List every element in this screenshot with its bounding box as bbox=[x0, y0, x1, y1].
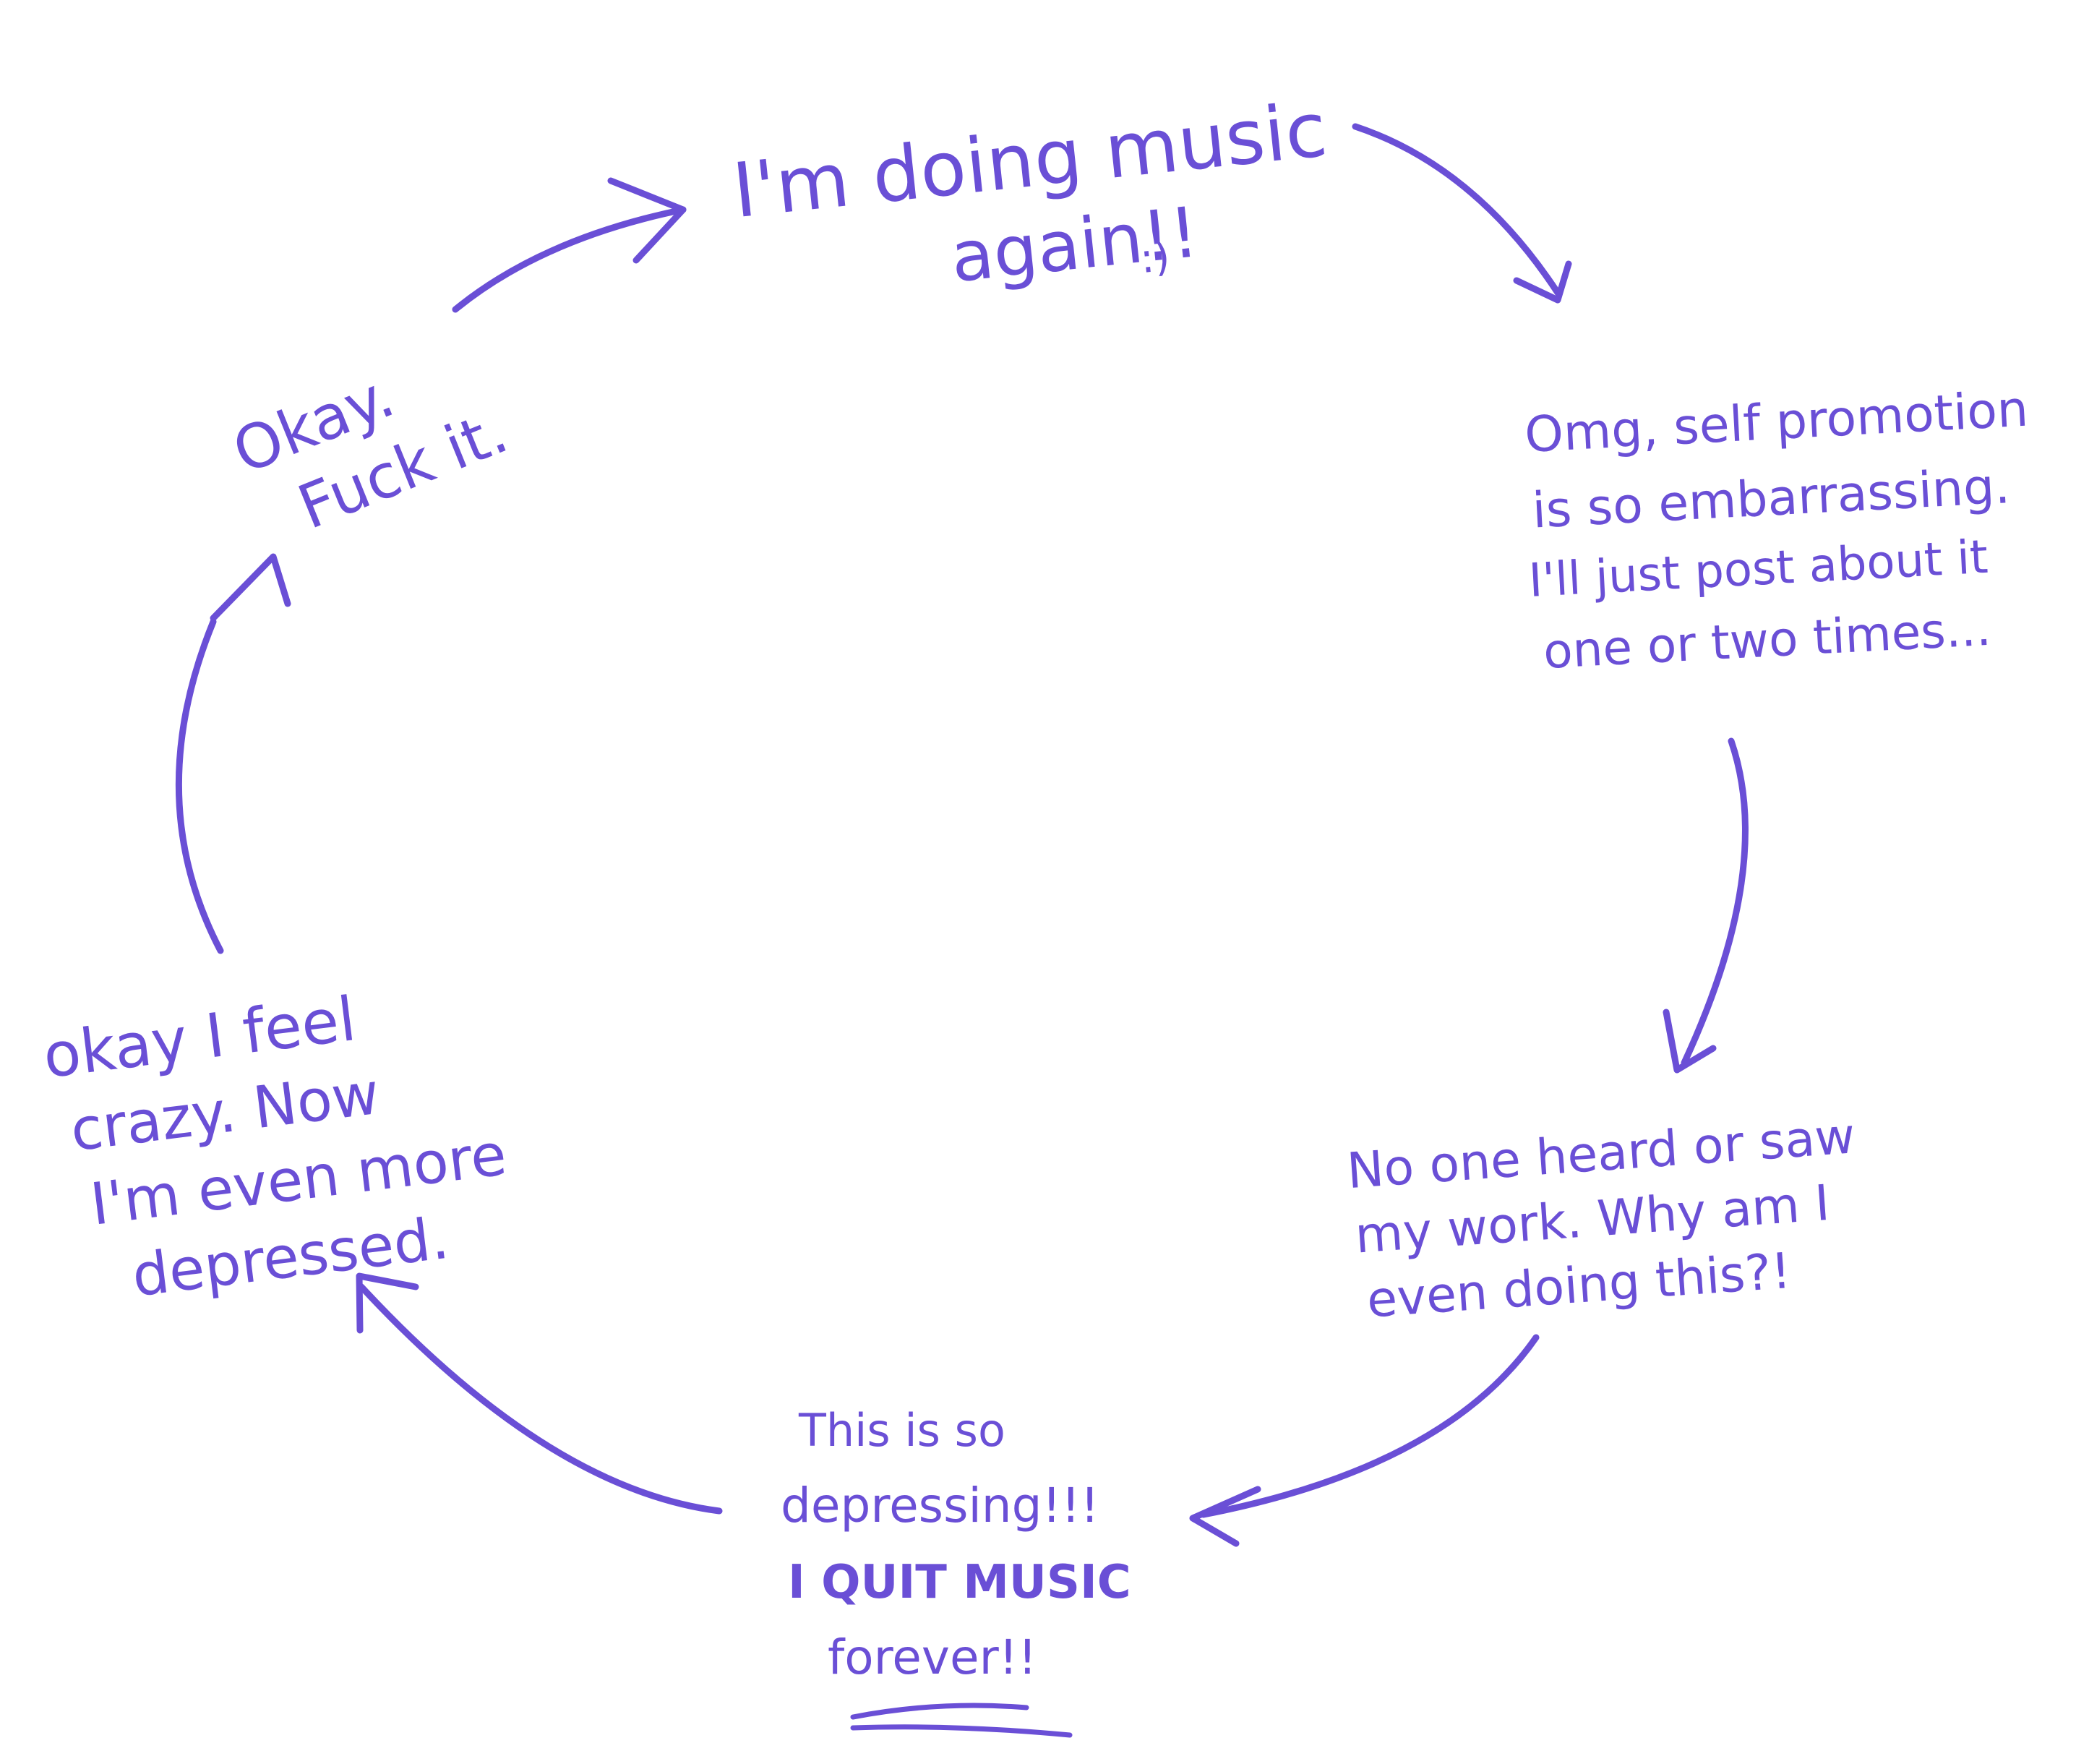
node-quit-music-line-3: I QUIT MUSIC bbox=[788, 1556, 1131, 1609]
node-self-promotion: Omg, self promotion is so embarrassing. … bbox=[1523, 381, 2029, 680]
arrow-quit-to-crazy bbox=[356, 1272, 723, 1515]
arrow-doing-to-promotion bbox=[1352, 123, 1572, 304]
arrow-fuck-it-to-doing bbox=[452, 177, 687, 313]
node-self-promotion-line-4: one or two times... bbox=[1542, 601, 1992, 680]
node-quit-music-line-1: This is so bbox=[798, 1404, 1005, 1457]
node-doing-music: I'm doing music again!! :) bbox=[729, 85, 1331, 299]
node-quit-music-line-2: depressing!!! bbox=[781, 1478, 1099, 1533]
arrow-crazy-to-fuck-it bbox=[175, 553, 291, 954]
node-self-promotion-line-2: is so embarrassing. bbox=[1531, 458, 2012, 540]
node-self-promotion-line-1: Omg, self promotion bbox=[1523, 381, 2029, 464]
node-no-one-heard: No one heard or saw my work. Why am I ev… bbox=[1345, 1108, 1857, 1329]
arrow-promotion-to-no-one bbox=[1663, 737, 1749, 1074]
node-feel-crazy: okay I feel crazy. Now I'm even more dep… bbox=[40, 983, 510, 1309]
double-underline bbox=[850, 1703, 1073, 1738]
node-quit-music-line-4: forever!! bbox=[828, 1630, 1037, 1685]
node-self-promotion-line-3: I'll just post about it bbox=[1527, 531, 1989, 608]
arrow-no-one-to-quit bbox=[1189, 1334, 1540, 1547]
smiley-emoticon: :) bbox=[1138, 233, 1172, 283]
node-quit-music: This is so depressing!!! I QUIT MUSIC fo… bbox=[781, 1404, 1131, 1738]
node-fuck-it: Okay. Fuck it. bbox=[223, 360, 518, 543]
